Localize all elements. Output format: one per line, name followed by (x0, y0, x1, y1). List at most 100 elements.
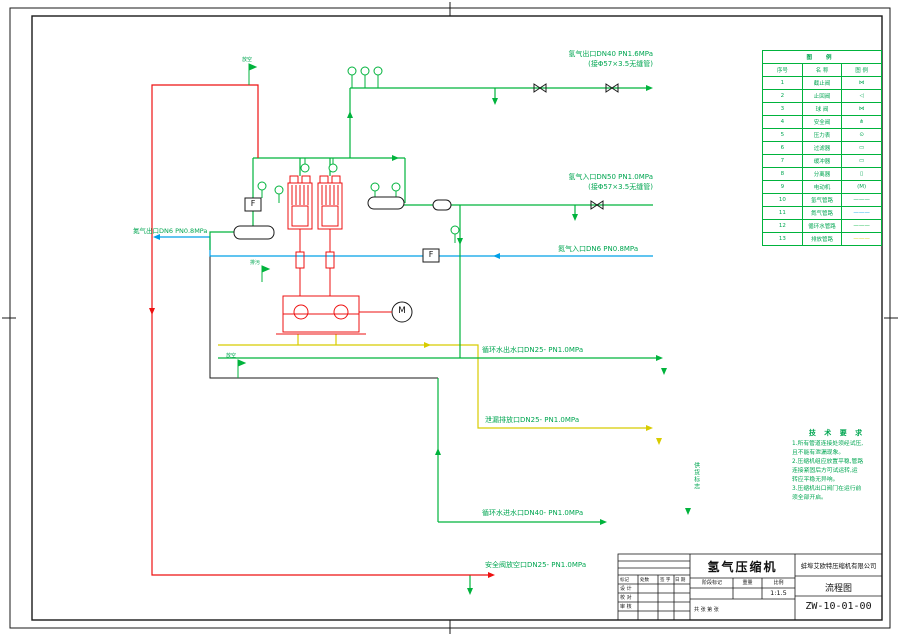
legend-symbol: ——— (841, 232, 882, 246)
legend-no: 10 (762, 193, 803, 207)
legend-title: 图 例 (762, 50, 882, 64)
legend-no: 2 (762, 89, 803, 103)
tech-line: 须全部开启。 (792, 495, 827, 501)
sign-row: 审 核 (620, 604, 632, 610)
vent-mid-label: 放空 (226, 353, 237, 359)
rev-header: 标记 (620, 578, 629, 583)
rev-header: 日 期 (675, 578, 686, 583)
scale-label: 比例 (773, 580, 784, 586)
legend-symbol: ▭ (841, 154, 882, 168)
vent-flag-icon (237, 63, 271, 378)
doc-type: 流程图 (824, 584, 852, 594)
legend-no: 12 (762, 219, 803, 233)
legend-name: 压力表 (801, 128, 843, 142)
skid-frame (209, 250, 438, 379)
company-name: 蚌埠艾欧特压缩机有限公司 (800, 563, 877, 570)
tech-title: 技 术 要 求 (808, 429, 866, 437)
legend-name: 缓冲器 (801, 154, 843, 168)
scale-value: 1:1.5 (770, 589, 787, 597)
legend-symbol: (M) (841, 180, 882, 194)
legend-name: 截止阀 (801, 76, 843, 90)
legend-symbol: ▭ (841, 141, 882, 155)
legend-symbol: ——— (841, 193, 882, 207)
legend-no: 13 (762, 232, 803, 246)
legend-symbol: ⊙ (841, 128, 882, 142)
legend-name: 排放管路 (801, 232, 843, 246)
legend-symbol: ⋈ (841, 102, 882, 116)
n2-outlet-label: 氮气出口DN6 PN0.8MPa (133, 227, 208, 235)
vent-top-label: 放空 (242, 57, 253, 63)
tech-requirements: 技 术 要 求 1.所有管道连接处须经试压, 且不能有泄漏现象。 2.压缩机组应… (792, 428, 882, 503)
legend-name: 氮气管路 (801, 206, 843, 220)
legend-name: 安全阀 (801, 115, 843, 129)
legend-no: 4 (762, 115, 803, 129)
tech-line: 3.压缩机出口阀门在运行前 (792, 486, 862, 492)
tech-line: 1.所有管道连接处须经试压, (792, 441, 864, 447)
legend-symbol: ——— (841, 206, 882, 220)
legend-symbol: ⋔ (841, 115, 882, 129)
legend-no: 3 (762, 102, 803, 116)
h2-outlet-label: 氢气出口DN40 PN1.6MPa (568, 50, 653, 58)
pipes-relief (151, 84, 488, 576)
arrows-drain (424, 342, 662, 445)
legend-header-no: 序号 (762, 63, 803, 77)
leak-drain-label: 泄漏排放口DN25- PN1.0MPa (485, 416, 580, 424)
legend-no: 11 (762, 206, 803, 220)
titleblock-grid (617, 553, 883, 621)
legend-symbol: ▯ (841, 167, 882, 181)
legend-no: 1 (762, 76, 803, 90)
legend-name: 氢气管路 (801, 193, 843, 207)
stage-label: 阶段标记 (701, 580, 722, 586)
sign-row: 校 对 (620, 595, 632, 601)
h2-inlet-sub: (接Φ57×3.5无缝管) (588, 183, 653, 191)
legend-no: 8 (762, 167, 803, 181)
legend-no: 7 (762, 154, 803, 168)
legend-no: 9 (762, 180, 803, 194)
sign-row: 设 计 (620, 586, 632, 592)
h2-inlet-label: 氢气入口DN50 PN1.0MPa (568, 173, 653, 181)
tech-line: 连接紧固后方可试运转,运 (792, 468, 858, 474)
legend-no: 6 (762, 141, 803, 155)
rev-header: 签 字 (660, 578, 671, 583)
cw-inlet-label: 循环水进水口DN40- PN1.0MPa (482, 509, 584, 517)
tech-line: 且不能有泄漏现象。 (792, 450, 845, 456)
tech-line: 2.压缩机组应放置平稳,管路 (792, 459, 864, 465)
cw-outlet-label: 循环水出水口DN25- PN1.0MPa (482, 346, 584, 354)
legend-header-name: 名 称 (801, 63, 843, 77)
arrows-process (347, 85, 691, 595)
tech-line: 转应平稳无异响。 (792, 477, 839, 483)
instrument-icons (257, 66, 460, 243)
pipes-drain (218, 334, 646, 429)
relief-vent-label: 安全阀放空口DN25- PN1.0MPa (485, 561, 587, 569)
vessel-icons (233, 196, 452, 323)
legend-name: 循环水管路 (801, 219, 843, 233)
legend-symbol: ◁ (841, 89, 882, 103)
motor-tag: M (398, 306, 406, 316)
legend-no: 5 (762, 128, 803, 142)
legend-symbol: ⋈ (841, 76, 882, 90)
legend-symbol: ——— (841, 219, 882, 233)
legend-name: 过滤器 (801, 141, 843, 155)
arrows-nitrogen (153, 234, 500, 259)
legend-name: 球 阀 (801, 102, 843, 116)
valve-icons (533, 83, 619, 210)
supply-mark-label: 供货标志 (692, 462, 700, 490)
drain-small-label: 排污 (250, 260, 261, 266)
